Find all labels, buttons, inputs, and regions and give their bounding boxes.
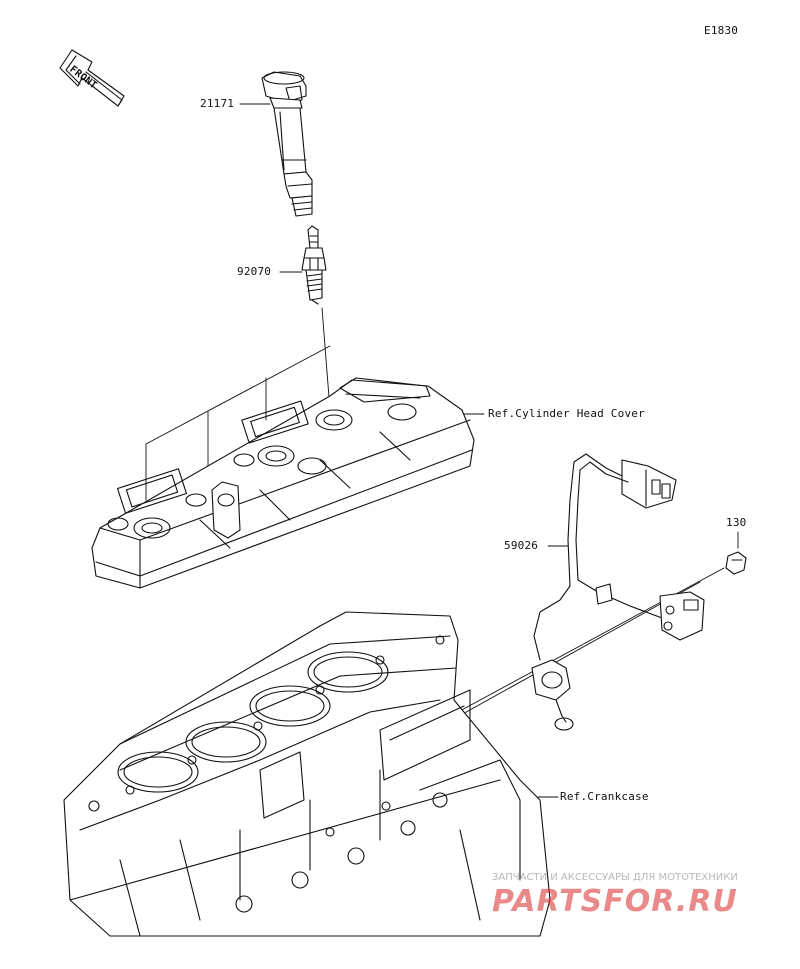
watermark-tagline: ЗАПЧАСТИ И АКСЕССУАРЫ ДЛЯ МОТОТЕХНИКИ <box>492 872 738 883</box>
bolt <box>725 551 747 575</box>
spark-plug <box>301 225 327 305</box>
watermark-logo: PARTSFOR.RU <box>492 884 738 919</box>
part-label-92070[interactable]: 92070 <box>237 265 272 278</box>
part-label-130[interactable]: 130 <box>726 516 747 529</box>
ref-cylinder-head-cover: Ref.Cylinder Head Cover <box>488 407 645 420</box>
crankshaft-sensor <box>531 453 705 731</box>
ignition-coil <box>261 71 313 217</box>
diagram-code: E1830 <box>704 24 739 37</box>
ref-crankcase: Ref.Crankcase <box>560 790 649 803</box>
crankcase <box>63 611 551 937</box>
part-label-59026[interactable]: 59026 <box>504 539 539 552</box>
part-label-21171[interactable]: 21171 <box>200 97 235 110</box>
front-arrow-icon <box>59 49 125 107</box>
cylinder-head-cover <box>91 377 475 589</box>
